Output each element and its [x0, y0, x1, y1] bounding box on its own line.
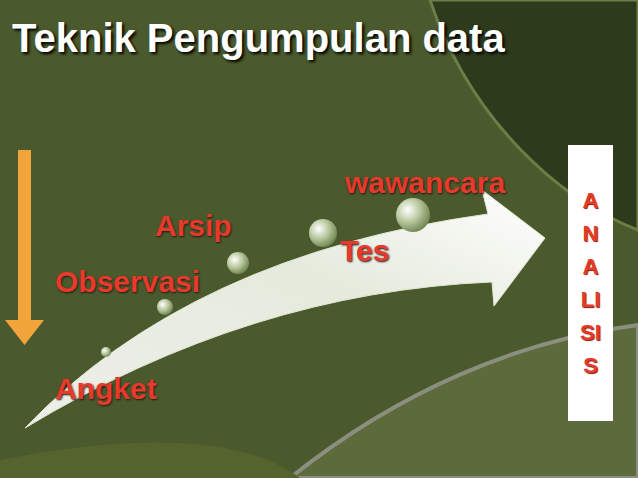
title: Teknik Pengumpulan data [12, 16, 505, 61]
bubble [101, 347, 111, 357]
vertical-letters: ANALISIS [580, 184, 602, 382]
down-arrow-head [5, 320, 44, 345]
bubble [309, 219, 337, 247]
method-label: Arsip [155, 209, 232, 243]
bubble [396, 198, 430, 232]
method-label: wawancara [345, 166, 505, 200]
bubble [157, 299, 173, 315]
bubble [227, 252, 249, 274]
down-arrow-shaft [18, 150, 31, 322]
method-label: Angket [55, 372, 157, 406]
analysis-box: ANALISIS [568, 145, 613, 421]
method-label: Tes [340, 234, 389, 268]
bottom-left-band [0, 442, 300, 478]
method-label: Observasi [55, 265, 200, 299]
curved-arrow [25, 190, 545, 428]
